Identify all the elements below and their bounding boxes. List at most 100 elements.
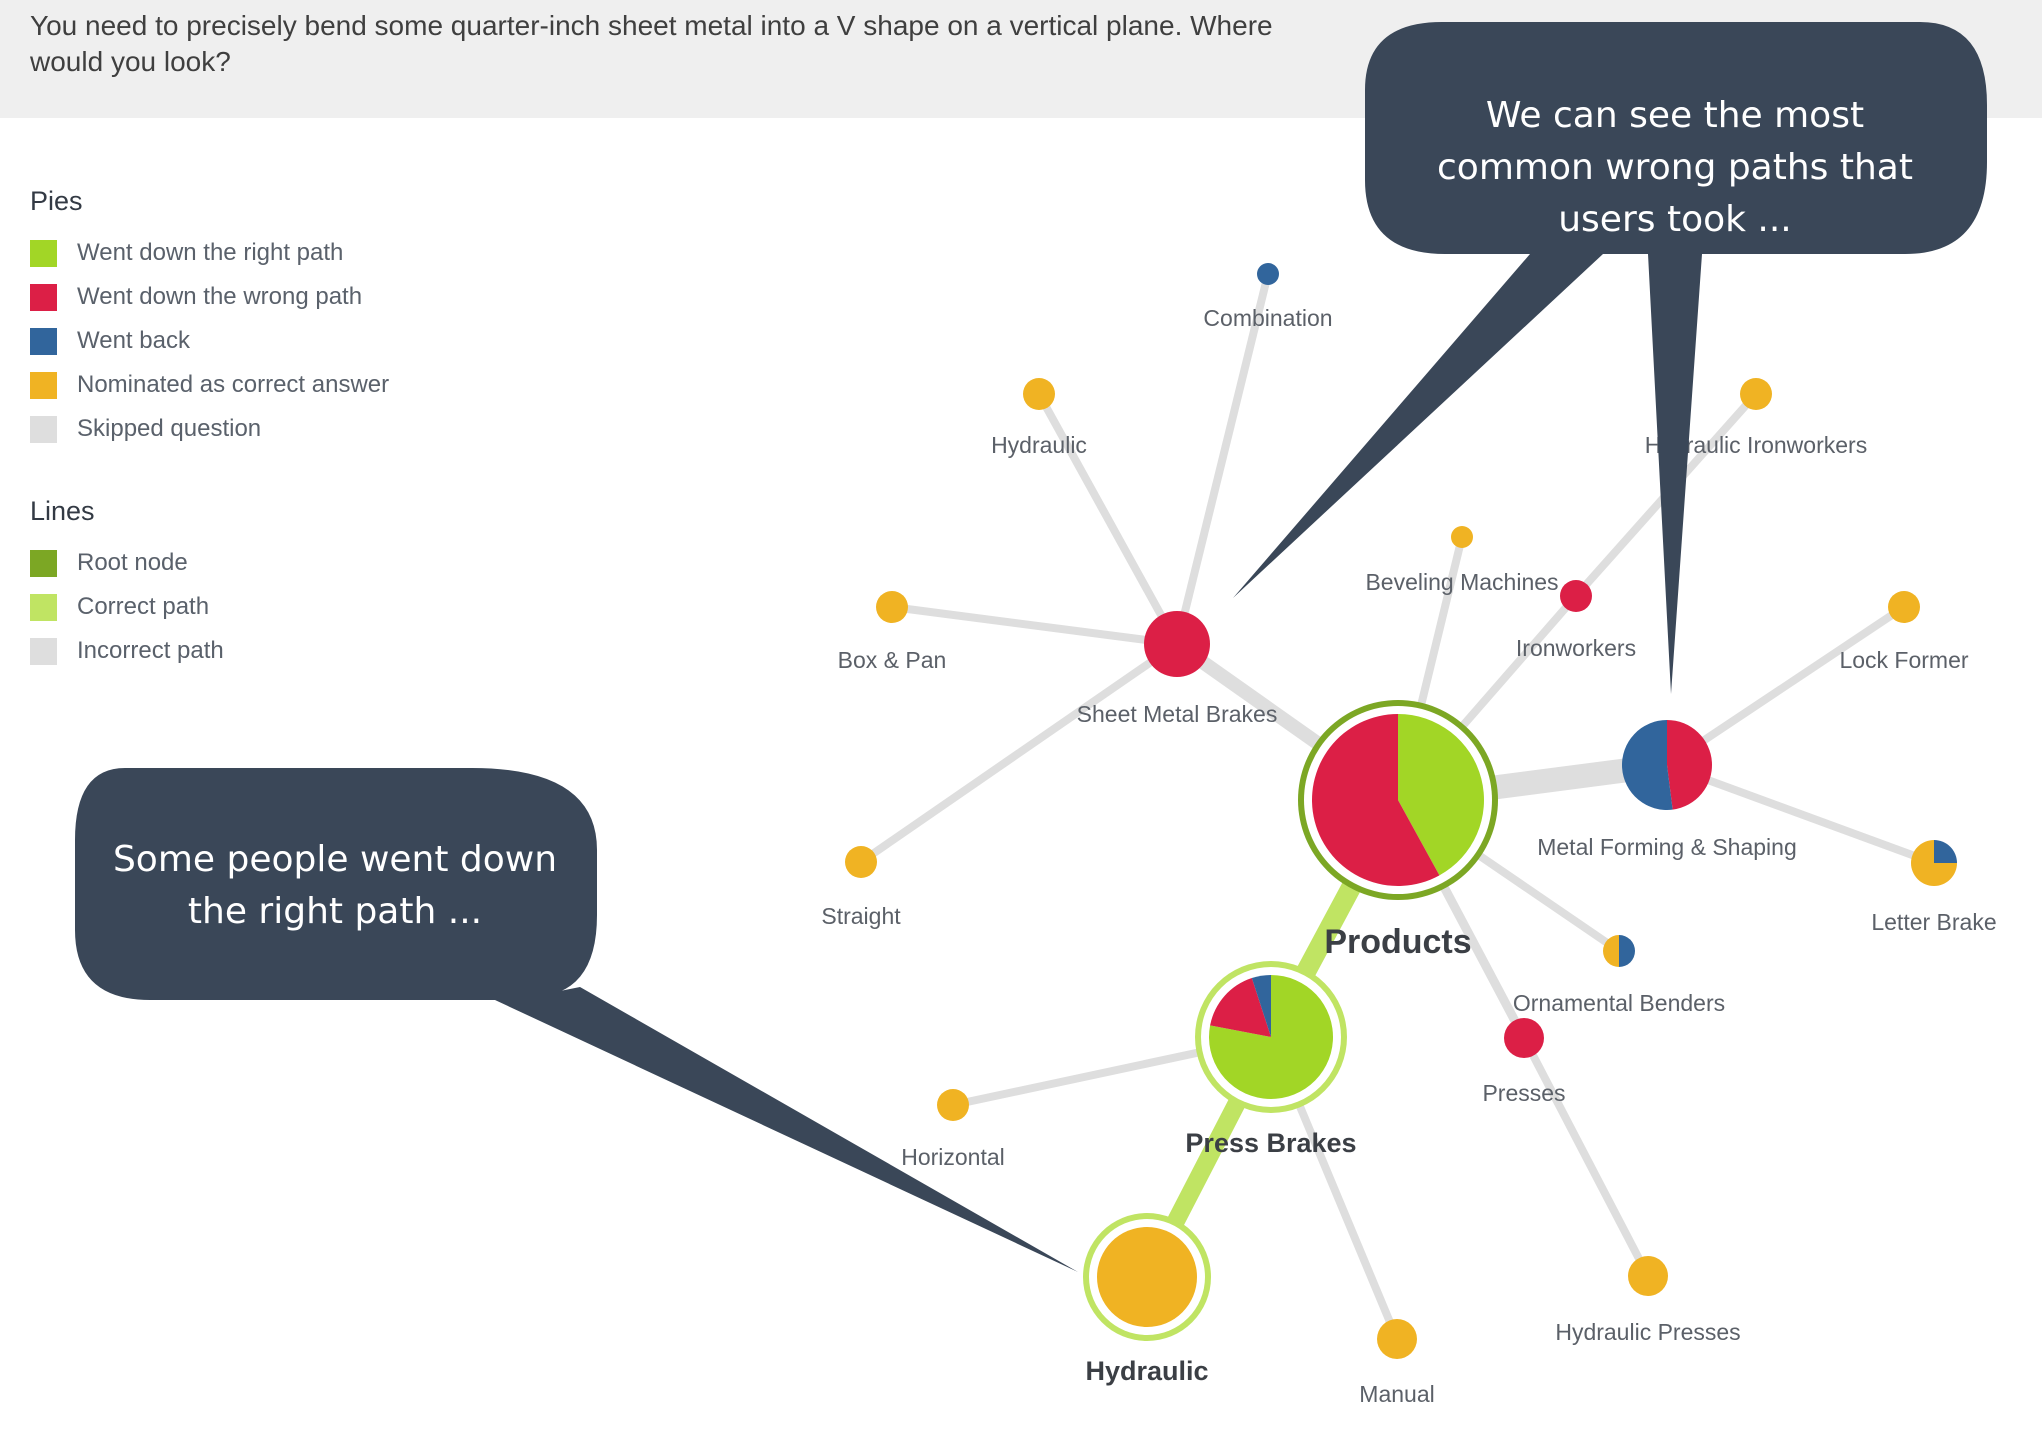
pie-slice-wrong — [1144, 611, 1210, 677]
legend-label: Went down the right path — [77, 239, 344, 266]
pie-slice-nominated — [1097, 1227, 1197, 1327]
label-layer: Products Sheet Metal Brakes CombinationHyd… — [821, 305, 1996, 1407]
node-horizontal[interactable] — [937, 1089, 969, 1121]
legend-pies-title: Pies — [30, 186, 83, 216]
pie-slice-wrong — [1210, 978, 1271, 1037]
callout-left-text: Some people went down the right path ... — [112, 839, 558, 932]
legend-label: Skipped question — [77, 415, 262, 442]
pie-slice-back — [1251, 975, 1271, 1037]
node-label-straight: Straight — [821, 903, 901, 929]
pie-slice-nominated — [1628, 1256, 1668, 1296]
pie-slice-back — [1622, 720, 1673, 810]
node-label-ornamental-benders: Ornamental Benders — [1513, 990, 1725, 1016]
edge-sheet-metal-brakes-to-hydraulic-smb — [1035, 392, 1181, 646]
pie-slice-nominated — [1911, 840, 1957, 886]
edge-metal-forming-to-letter-brake — [1665, 761, 1936, 867]
node-beveling-machines[interactable] — [1451, 526, 1473, 548]
edge-presses-to-hydraulic-presses — [1520, 1036, 1652, 1278]
node-hydraulic-ironworkers[interactable] — [1740, 378, 1772, 410]
pie-slice-nominated — [1603, 935, 1619, 967]
legend-swatch-incorrect-path — [30, 637, 57, 665]
legend-label: Correct path — [77, 593, 210, 620]
legend-item-nominated: Nominated as correct answer — [30, 363, 389, 407]
node-lock-former[interactable] — [1888, 591, 1920, 623]
node-letter-brake[interactable] — [1911, 840, 1957, 886]
legend-swatch-skipped — [30, 415, 57, 443]
edge-sheet-metal-brakes-to-box-pan — [891, 603, 1178, 648]
node-label-combination: Combination — [1203, 305, 1332, 331]
legend-item-went-back: Went back — [30, 319, 389, 363]
legend-lines-title: Lines — [30, 496, 95, 526]
node-label-press-brakes: Press Brakes — [1185, 1128, 1356, 1158]
pie-slice-nominated — [1740, 378, 1772, 410]
pie-slice-back — [1257, 263, 1279, 285]
node-label-presses: Presses — [1482, 1080, 1565, 1106]
callout-layer — [75, 22, 1987, 1272]
node-label-letter-brake: Letter Brake — [1871, 909, 1996, 935]
node-label-box-pan: Box & Pan — [838, 647, 947, 673]
node-label-hydraulic-smb: Hydraulic — [991, 432, 1087, 458]
pie-slice-back — [1934, 840, 1957, 863]
legend-label: Incorrect path — [77, 637, 224, 664]
legend-swatch-root-node — [30, 549, 57, 577]
pie-slice-wrong — [1311, 714, 1440, 887]
pie-slice-nominated — [1023, 378, 1055, 410]
node-metal-forming[interactable] — [1622, 720, 1713, 810]
node-label-sheet-metal-brakes: Sheet Metal Brakes — [1077, 701, 1278, 727]
legend-swatch-right-path — [30, 239, 57, 267]
legend-lines: Lines Root node Correct path Incorrect p… — [30, 496, 224, 673]
pie-slice-wrong — [1504, 1018, 1544, 1058]
node-manual[interactable] — [1377, 1319, 1417, 1359]
node-layer — [845, 263, 1957, 1359]
node-box-pan[interactable] — [876, 591, 908, 623]
legend-item-correct-path: Correct path — [30, 585, 224, 629]
node-hydraulic-smb[interactable] — [1023, 378, 1055, 410]
node-presses[interactable] — [1504, 1018, 1544, 1058]
node-label-metal-forming: Metal Forming & Shaping — [1537, 834, 1797, 860]
legend-label: Root node — [77, 549, 188, 576]
node-straight[interactable] — [845, 846, 877, 878]
legend-swatch-nominated — [30, 371, 57, 399]
legend-item-root-node: Root node — [30, 541, 224, 585]
question-text: You need to precisely bend some quarter-… — [30, 10, 1273, 77]
node-combination[interactable] — [1257, 263, 1279, 285]
pie-slice-nominated — [876, 591, 908, 623]
legend-label: Went back — [77, 327, 190, 354]
legend-swatch-correct-path — [30, 593, 57, 621]
node-label-manual: Manual — [1359, 1381, 1434, 1407]
callout-right-shape — [1233, 22, 1987, 694]
pie-slice-right — [1398, 714, 1484, 876]
legend-label: Went down the wrong path — [77, 283, 363, 310]
node-products[interactable] — [1298, 700, 1498, 900]
pie-slice-right — [1208, 975, 1333, 1100]
node-label-lock-former: Lock Former — [1839, 647, 1968, 673]
pie-slice-back — [1619, 935, 1635, 967]
node-ironworkers[interactable] — [1560, 580, 1592, 612]
pie-slice-nominated — [1451, 526, 1473, 548]
legend-item-skipped: Skipped question — [30, 407, 389, 451]
legend-swatch-went-back — [30, 327, 57, 355]
legend-swatch-wrong-path — [30, 283, 57, 311]
edge-sheet-metal-brakes-to-straight — [858, 640, 1180, 866]
node-label-ironworkers: Ironworkers — [1516, 635, 1636, 661]
node-hydraulic-presses[interactable] — [1628, 1256, 1668, 1296]
legend-item-incorrect-path: Incorrect path — [30, 629, 224, 673]
node-ornamental-benders[interactable] — [1603, 935, 1635, 967]
node-press-brakes[interactable] — [1195, 961, 1347, 1113]
callout-right-text: We can see the most common wrong paths t… — [1437, 95, 1913, 240]
edge-sheet-metal-brakes-to-combination — [1173, 273, 1272, 645]
pie-slice-nominated — [1377, 1319, 1417, 1359]
node-sheet-metal-brakes[interactable] — [1144, 611, 1210, 677]
pie-slice-wrong — [1560, 580, 1592, 612]
pie-slice-nominated — [845, 846, 877, 878]
pie-slice-nominated — [1888, 591, 1920, 623]
node-label-hydraulic-presses: Hydraulic Presses — [1555, 1319, 1740, 1345]
node-hydraulic-pb[interactable] — [1083, 1213, 1211, 1341]
edge-metal-forming-to-lock-former — [1664, 603, 1907, 769]
pie-slice-nominated — [937, 1089, 969, 1121]
legend-label: Nominated as correct answer — [77, 371, 390, 398]
legend-item-wrong-path: Went down the wrong path — [30, 275, 389, 319]
node-label-products: Products — [1324, 923, 1471, 961]
callout-left-shape — [75, 768, 1078, 1272]
